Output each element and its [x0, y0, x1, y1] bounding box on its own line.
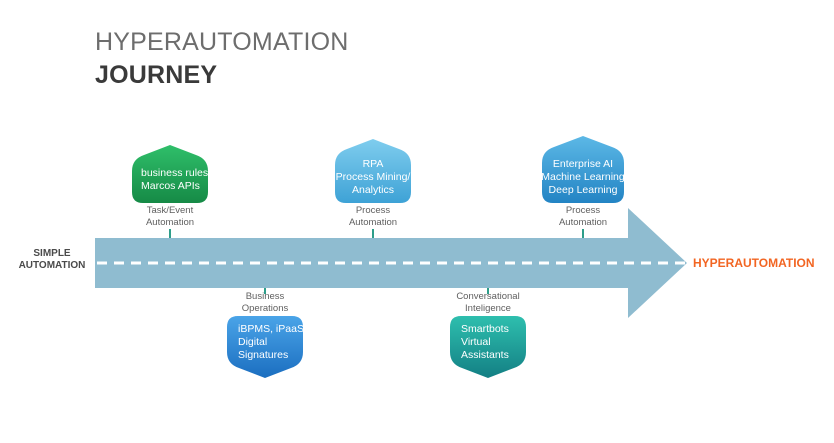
- milestone-top-2-category-line-1: Process: [355, 205, 391, 216]
- title-line-1: HYPERAUTOMATION: [95, 28, 349, 56]
- milestone-top-1-line-1: business rules: [141, 167, 209, 179]
- milestone-top-2-text: RPA Process Mining/ Analytics: [336, 158, 411, 197]
- milestone-bottom-1-category-line-1: Business: [245, 291, 285, 302]
- milestone-top-1-category-line-2: Automation: [145, 217, 195, 228]
- bubble-smartbots: [450, 316, 526, 378]
- milestone-top-1-text: business rules Marcos APIs: [141, 167, 208, 193]
- milestone-bottom-2-category-line-1: Conversational: [456, 291, 520, 302]
- milestone-top-3-text: Enterprise AI Machine Learning Deep Lear…: [541, 158, 624, 197]
- title-line-2: JOURNEY: [95, 61, 218, 89]
- milestone-bottom-2-text: Smartbots Virtual Assistants: [461, 323, 509, 362]
- milestone-bottom-1-line-1: iBPMS, iPaaS: [238, 323, 304, 335]
- milestone-top-2-line-2: Process Mining/: [335, 171, 411, 183]
- milestone-top-2-category: Process Automation: [349, 205, 397, 229]
- milestone-top-3-category-line-1: Process: [565, 205, 601, 216]
- bubble-ibpms: [227, 316, 303, 378]
- milestone-bottom-2-line-2: Virtual: [461, 336, 491, 348]
- milestone-bottom-1-category-line-2: Operations: [241, 303, 289, 314]
- milestone-bottom-2-category: Conversational Inteligence: [456, 291, 519, 315]
- milestone-top-3-line-2: Machine Learning: [541, 171, 625, 183]
- milestone-top-1-category-line-1: Task/Event: [146, 205, 194, 216]
- end-label: HYPERAUTOMATION: [693, 256, 815, 270]
- milestone-bottom-1-line-3: Signatures: [238, 349, 289, 361]
- milestone-bottom-2-line-1: Smartbots: [461, 323, 509, 335]
- bubble-enterprise-ai: [542, 136, 624, 203]
- milestone-bottom-1-line-2: Digital: [238, 336, 268, 348]
- milestone-top-3-category: Process Automation: [559, 205, 607, 229]
- milestone-top-1-category: Task/Event Automation: [146, 205, 194, 229]
- milestone-bottom-2-category-line-2: Inteligence: [465, 303, 511, 314]
- start-label: SIMPLE AUTOMATION: [17, 248, 87, 272]
- bubble-rpa: [335, 139, 411, 203]
- milestone-top-3-category-line-2: Automation: [558, 217, 608, 228]
- start-label-line-1: SIMPLE: [33, 248, 71, 259]
- milestone-bottom-1-text: iBPMS, iPaaS Digital Signatures: [238, 323, 304, 362]
- milestone-top-3-line-1: Enterprise AI: [552, 158, 614, 170]
- bubble-business-rules: [132, 145, 208, 203]
- milestone-top-2-line-3: Analytics: [351, 184, 395, 196]
- milestone-bottom-1-category: Business Operations: [242, 291, 288, 315]
- milestone-top-3-line-3: Deep Learning: [548, 184, 618, 196]
- milestone-bottom-2-line-3: Assistants: [461, 349, 509, 361]
- start-label-line-2: AUTOMATION: [18, 260, 86, 271]
- milestone-top-1-line-2: Marcos APIs: [141, 180, 200, 192]
- milestone-top-2-category-line-2: Automation: [348, 217, 398, 228]
- milestone-top-2-line-1: RPA: [362, 158, 384, 170]
